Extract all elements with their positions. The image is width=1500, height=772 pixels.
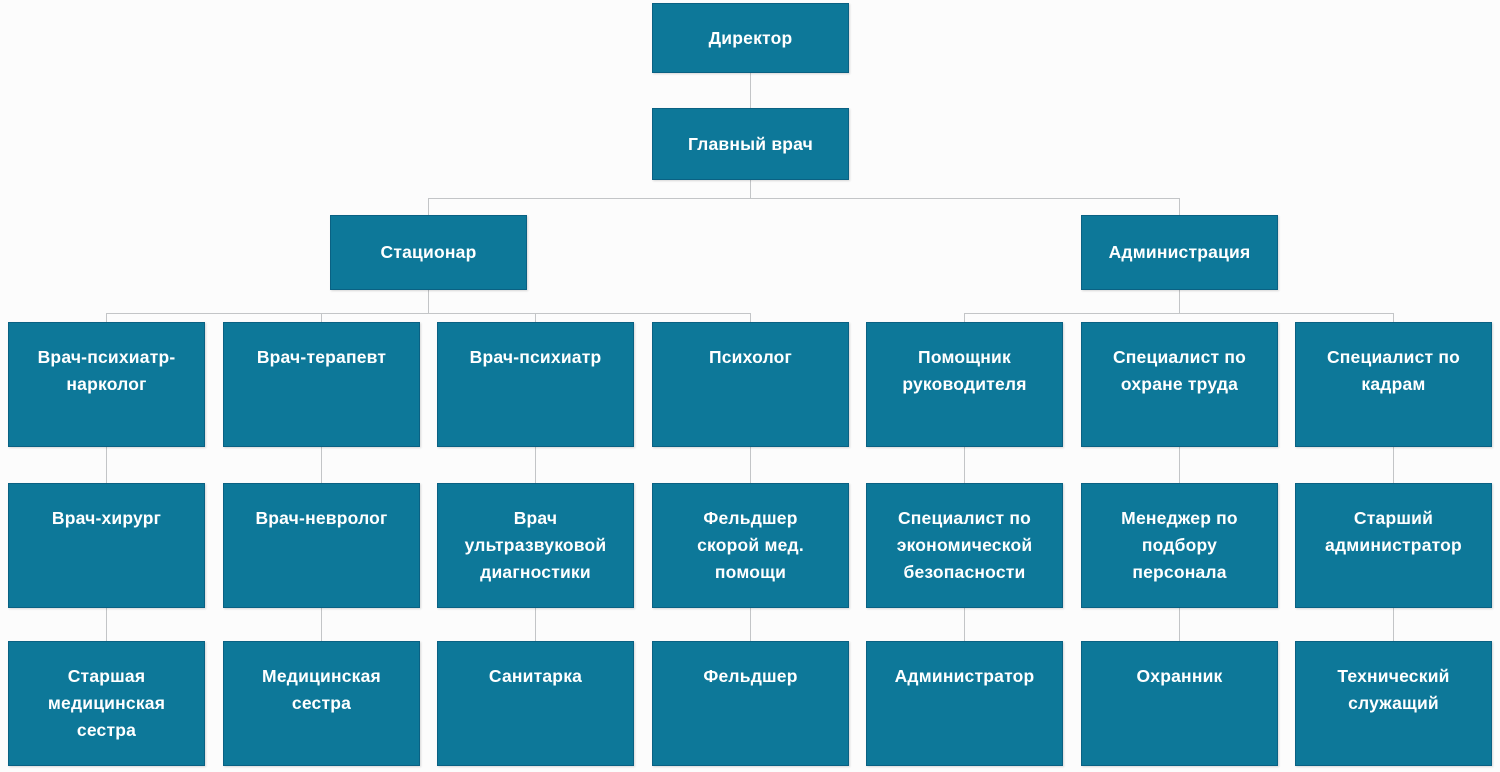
connector-line [106,447,107,483]
connector-line [750,180,751,198]
node-orderly: Санитарка [437,641,634,766]
node-recruiting-manager: Менеджер по подбору персонала [1081,483,1278,608]
node-psychologist: Психолог [652,322,849,447]
node-neurologist: Врач-невролог [223,483,420,608]
connector-line [964,313,965,322]
node-therapist: Врач-терапевт [223,322,420,447]
connector-line [964,607,965,641]
node-inpatient: Стационар [330,215,527,290]
connector-line [1179,607,1180,641]
node-labor-safety-specialist: Специалист по охране труда [1081,322,1278,447]
connector-line [106,313,107,322]
connector-line [106,313,751,314]
connector-line [964,447,965,483]
connector-line [535,607,536,641]
connector-line [750,313,751,322]
node-director: Директор [652,3,849,73]
node-economic-security-specialist: Специалист по экономической безопасности [866,483,1063,608]
connector-line [428,290,429,313]
node-psychiatrist: Врач-психиатр [437,322,634,447]
node-psychiatrist-narcologist: Врач-психиатр-нарколог [8,322,205,447]
node-security-guard: Охранник [1081,641,1278,766]
node-technical-worker: Технический служащий [1295,641,1492,766]
node-administrator: Администратор [866,641,1063,766]
node-surgeon: Врач-хирург [8,483,205,608]
node-head-nurse: Старшая медицинская сестра [8,641,205,766]
connector-line [1179,198,1180,215]
connector-line [1393,447,1394,483]
connector-line [1393,607,1394,641]
connector-line [106,607,107,641]
node-paramedic: Фельдшер [652,641,849,766]
connector-line [964,313,1394,314]
node-senior-administrator: Старший администратор [1295,483,1492,608]
connector-line [535,447,536,483]
connector-line [321,447,322,483]
connector-line [1393,313,1394,322]
node-assistant-to-director: Помощник руководителя [866,322,1063,447]
connector-line [321,313,322,322]
connector-line [750,607,751,641]
connector-line [1179,290,1180,313]
connector-line [1179,447,1180,483]
connector-line [750,447,751,483]
node-hr-specialist: Специалист по кадрам [1295,322,1492,447]
node-ambulance-paramedic: Фельдшер скорой мед. помощи [652,483,849,608]
connector-line [750,73,751,108]
node-nurse: Медицинская сестра [223,641,420,766]
connector-line [535,313,536,322]
connector-line [428,198,429,215]
connector-line [428,198,1180,199]
connector-line [321,607,322,641]
node-administration: Администрация [1081,215,1278,290]
node-ultrasound-doctor: Врач ультразвуковой диагностики [437,483,634,608]
node-chief-physician: Главный врач [652,108,849,180]
